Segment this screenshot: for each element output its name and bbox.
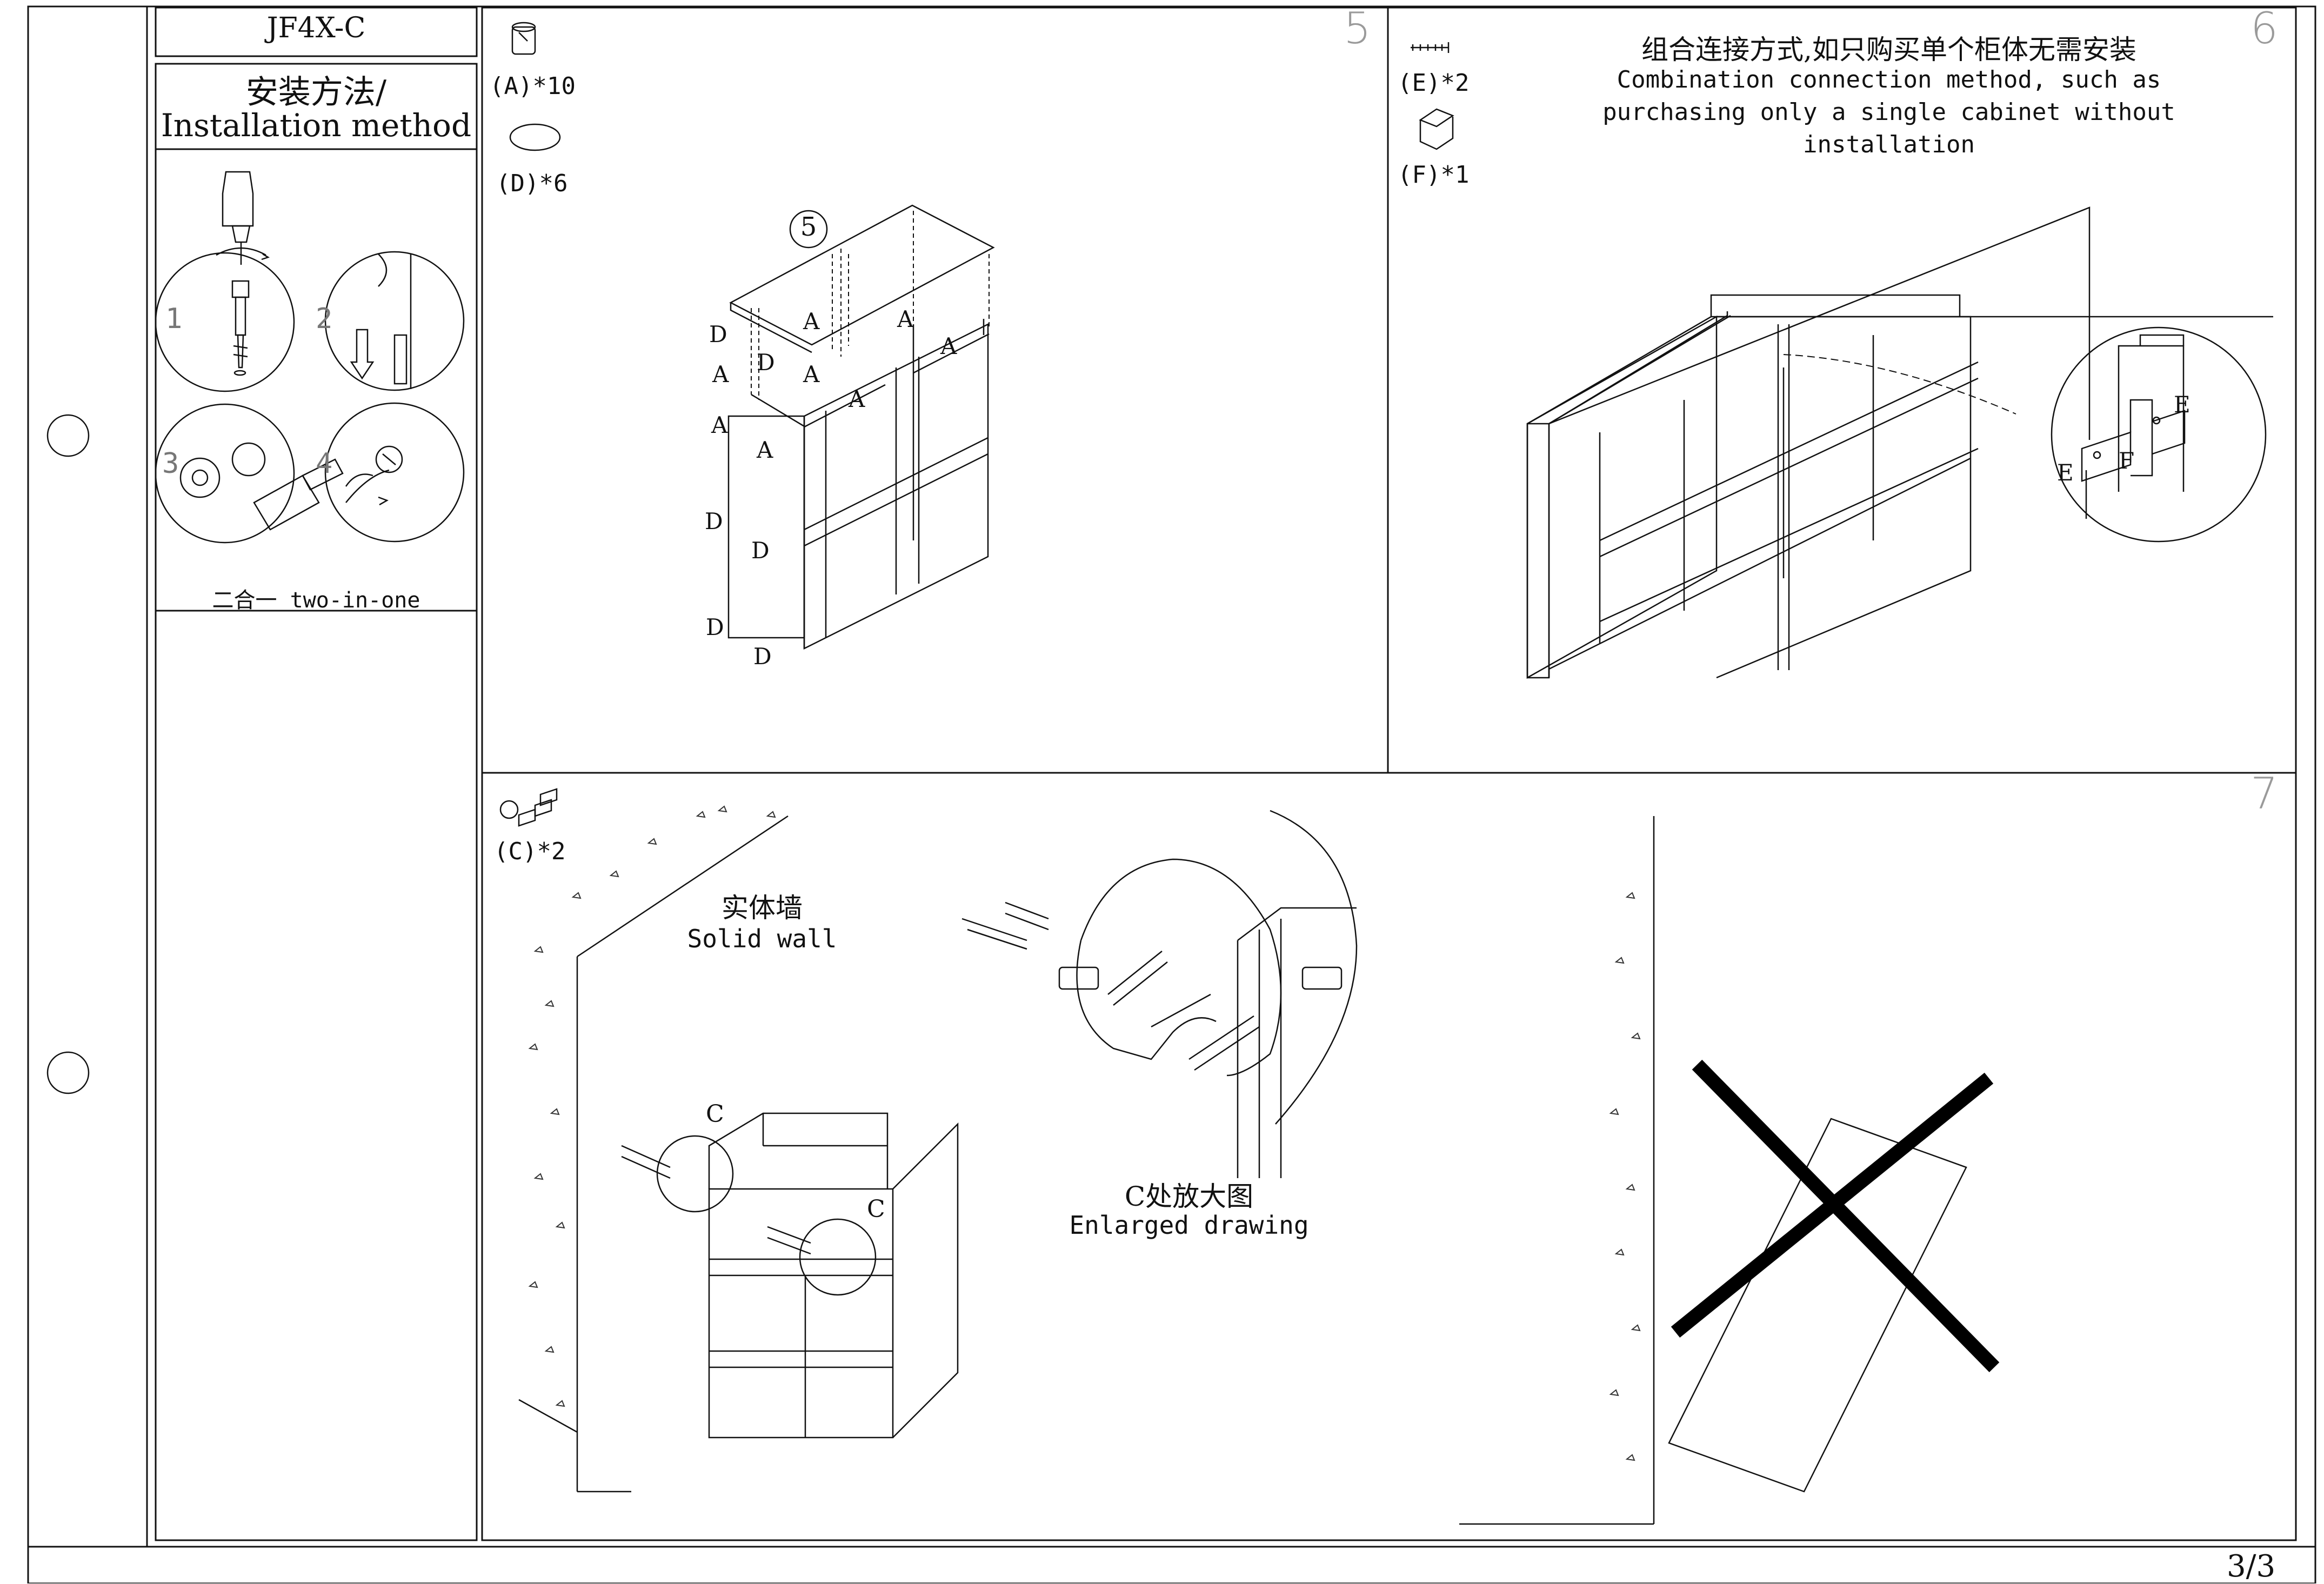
step-number-6: 6 xyxy=(2250,3,2278,54)
callout-d: D xyxy=(706,614,724,640)
step5-cabinet-drawing xyxy=(509,22,995,650)
callout-c: C xyxy=(867,1195,885,1223)
two-in-one-caption: 二合一 two-in-one xyxy=(212,588,420,613)
callout-d: D xyxy=(753,643,772,670)
binder-holes xyxy=(46,414,90,1094)
callout-c: C xyxy=(706,1100,724,1128)
sub-step-1: 1 xyxy=(165,303,183,335)
step7-wall-mount-drawing xyxy=(499,788,1967,1525)
callout-a: A xyxy=(803,308,820,335)
sub-step-2: 2 xyxy=(316,303,333,335)
method-title-en: Installation method xyxy=(161,107,472,144)
callout-a: A xyxy=(940,333,957,359)
callout-d: D xyxy=(751,537,770,564)
combination-note-en-line2: purchasing only a single cabinet without xyxy=(1602,98,2175,126)
method-title-cn: 安装方法/ xyxy=(245,73,387,111)
callout-a: A xyxy=(803,361,820,387)
combination-note-cn: 组合连接方式,如只购买单个柜体无需安装 xyxy=(1641,34,2136,65)
part-d-label: (D)*6 xyxy=(496,170,568,197)
model-code: JF4X-C xyxy=(266,12,366,44)
part-a-label: (A)*10 xyxy=(490,72,576,100)
callout-d: D xyxy=(705,508,723,534)
callout-a: A xyxy=(897,306,914,332)
solid-wall-cn: 实体墙 xyxy=(722,892,803,924)
concrete-texture xyxy=(528,805,1641,1461)
callout-a: A xyxy=(849,386,865,412)
circled-step-5: 5 xyxy=(800,212,817,242)
detail-label-f: F xyxy=(2119,447,2135,474)
callout-a: A xyxy=(712,361,729,387)
page-number: 3/3 xyxy=(2227,1549,2276,1584)
part-e-label: (E)*2 xyxy=(1398,69,1470,97)
combination-note-en-line1: Combination connection method, such as xyxy=(1617,66,2161,93)
detail-label-e: E xyxy=(2174,391,2191,418)
step-number-5: 5 xyxy=(1344,3,1371,54)
do-not-do-this-mark xyxy=(1671,1059,2000,1373)
part-c-label: (C)*2 xyxy=(494,838,566,865)
enlarged-drawing-cn: C处放大图 xyxy=(1124,1181,1254,1212)
callout-a: A xyxy=(757,437,773,463)
sub-step-4: 4 xyxy=(316,447,333,480)
detail-label-e: E xyxy=(2057,459,2074,486)
combination-note-en-line3: installation xyxy=(1803,131,1975,158)
callout-d: D xyxy=(709,321,727,347)
solid-wall-en: Solid wall xyxy=(687,924,837,953)
part-f-label: (F)*1 xyxy=(1398,161,1470,189)
callout-a: A xyxy=(711,412,728,438)
step-number-7: 7 xyxy=(2250,768,2278,819)
enlarged-drawing-en: Enlarged drawing xyxy=(1069,1211,1309,1240)
sub-step-3: 3 xyxy=(162,447,179,480)
step6-combined-cabinets xyxy=(1411,42,2273,679)
callout-d: D xyxy=(757,349,775,376)
method-drawings xyxy=(155,171,465,544)
